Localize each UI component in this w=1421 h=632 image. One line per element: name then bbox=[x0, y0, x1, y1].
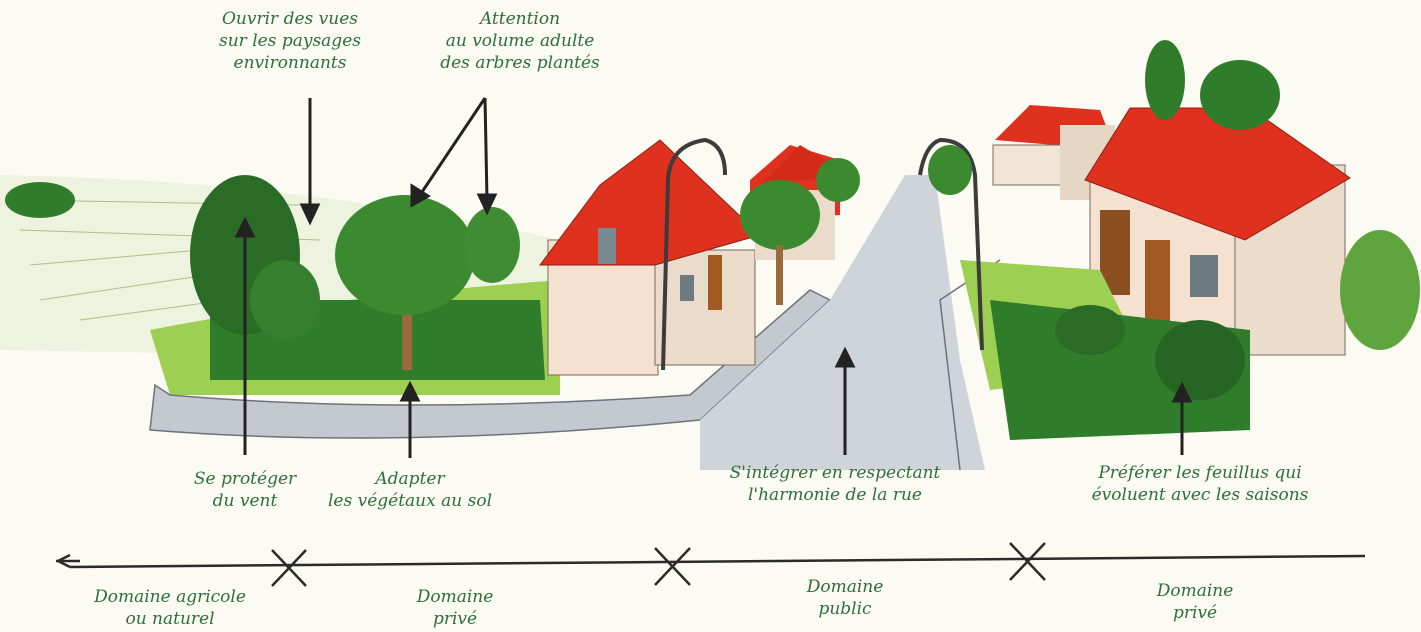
house-right-roof bbox=[1084, 107, 1351, 241]
label-tree-volume: Attention au volume adulte des arbres pl… bbox=[440, 9, 600, 73]
label-deciduous: Préférer les feuillus qui évoluent avec … bbox=[1091, 463, 1309, 505]
domain-boundary-markers bbox=[271, 542, 1046, 587]
road bbox=[700, 175, 985, 470]
domain-agricultural: Domaine agricole ou naturel bbox=[94, 587, 246, 629]
round-tree bbox=[335, 195, 475, 315]
domain-axis bbox=[56, 553, 1366, 569]
house-left-roof bbox=[539, 139, 761, 266]
tree-trunk bbox=[402, 300, 412, 370]
label-street-harmony: S'intégrer en respectant l'harmonie de l… bbox=[729, 463, 941, 505]
label-open-views: Ouvrir des vues sur les paysages environ… bbox=[219, 9, 361, 73]
domain-private-left: Domaine privé bbox=[416, 587, 494, 629]
street-lamp-right bbox=[918, 137, 984, 351]
callout-arrows bbox=[234, 97, 1193, 458]
street-lamp-left bbox=[661, 137, 727, 371]
label-adapt-plants: Adapter les végétaux au sol bbox=[327, 469, 493, 511]
label-wind-protection: Se protéger du vent bbox=[193, 469, 297, 511]
domain-private-right: Domaine privé bbox=[1156, 581, 1234, 623]
domain-public: Domaine public bbox=[806, 577, 884, 619]
